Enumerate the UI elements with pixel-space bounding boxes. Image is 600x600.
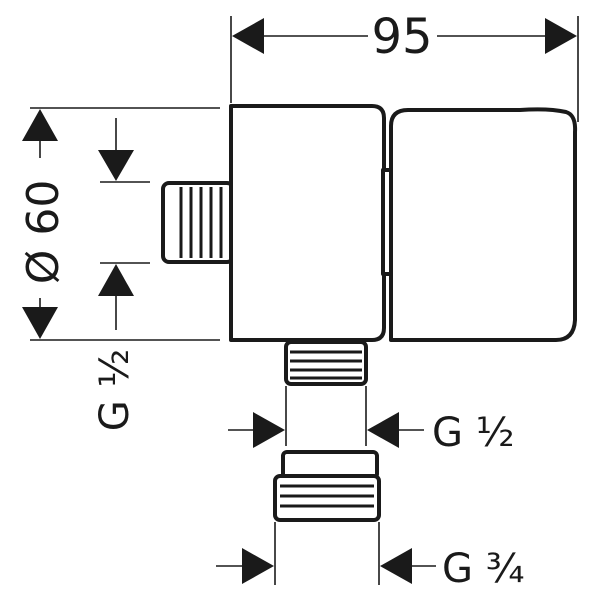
outlet-housing [229, 104, 386, 342]
connector-arrow-left [253, 412, 285, 448]
connector-arrow-right [367, 412, 399, 448]
width-label: 95 [371, 9, 432, 65]
adapter-threaded-body [273, 474, 381, 522]
bottom-connector-thread-lines [290, 350, 362, 380]
width-arrow-right [545, 18, 577, 54]
side-outlet-thread-lines [179, 187, 223, 258]
shower-holder [389, 107, 578, 342]
adapter-thread-label: G ¾ [442, 546, 524, 592]
adapter-thread-lines [280, 484, 374, 508]
diameter-arrow-top [22, 109, 58, 141]
diameter-dimension: Ø 60 [18, 107, 220, 341]
wall-outlet-body [161, 104, 393, 342]
side-outlet-thread-label: G ½ [92, 349, 138, 431]
thread-adapter: G ¾ [216, 450, 524, 592]
diameter-label: Ø 60 [18, 180, 69, 285]
adapter-arrow-left [242, 548, 274, 584]
bottom-connector: G ½ [228, 340, 514, 456]
bottom-connector-thread-label: G ½ [432, 410, 514, 456]
width-arrow-left [232, 18, 264, 54]
outlet-arrow-bottom [98, 264, 134, 296]
side-outlet-dimension: G ½ [92, 118, 150, 431]
diameter-arrow-bottom [22, 307, 58, 339]
width-dimension: 95 [230, 9, 579, 122]
outlet-arrow-top [98, 150, 134, 181]
adapter-arrow-right [380, 548, 412, 584]
